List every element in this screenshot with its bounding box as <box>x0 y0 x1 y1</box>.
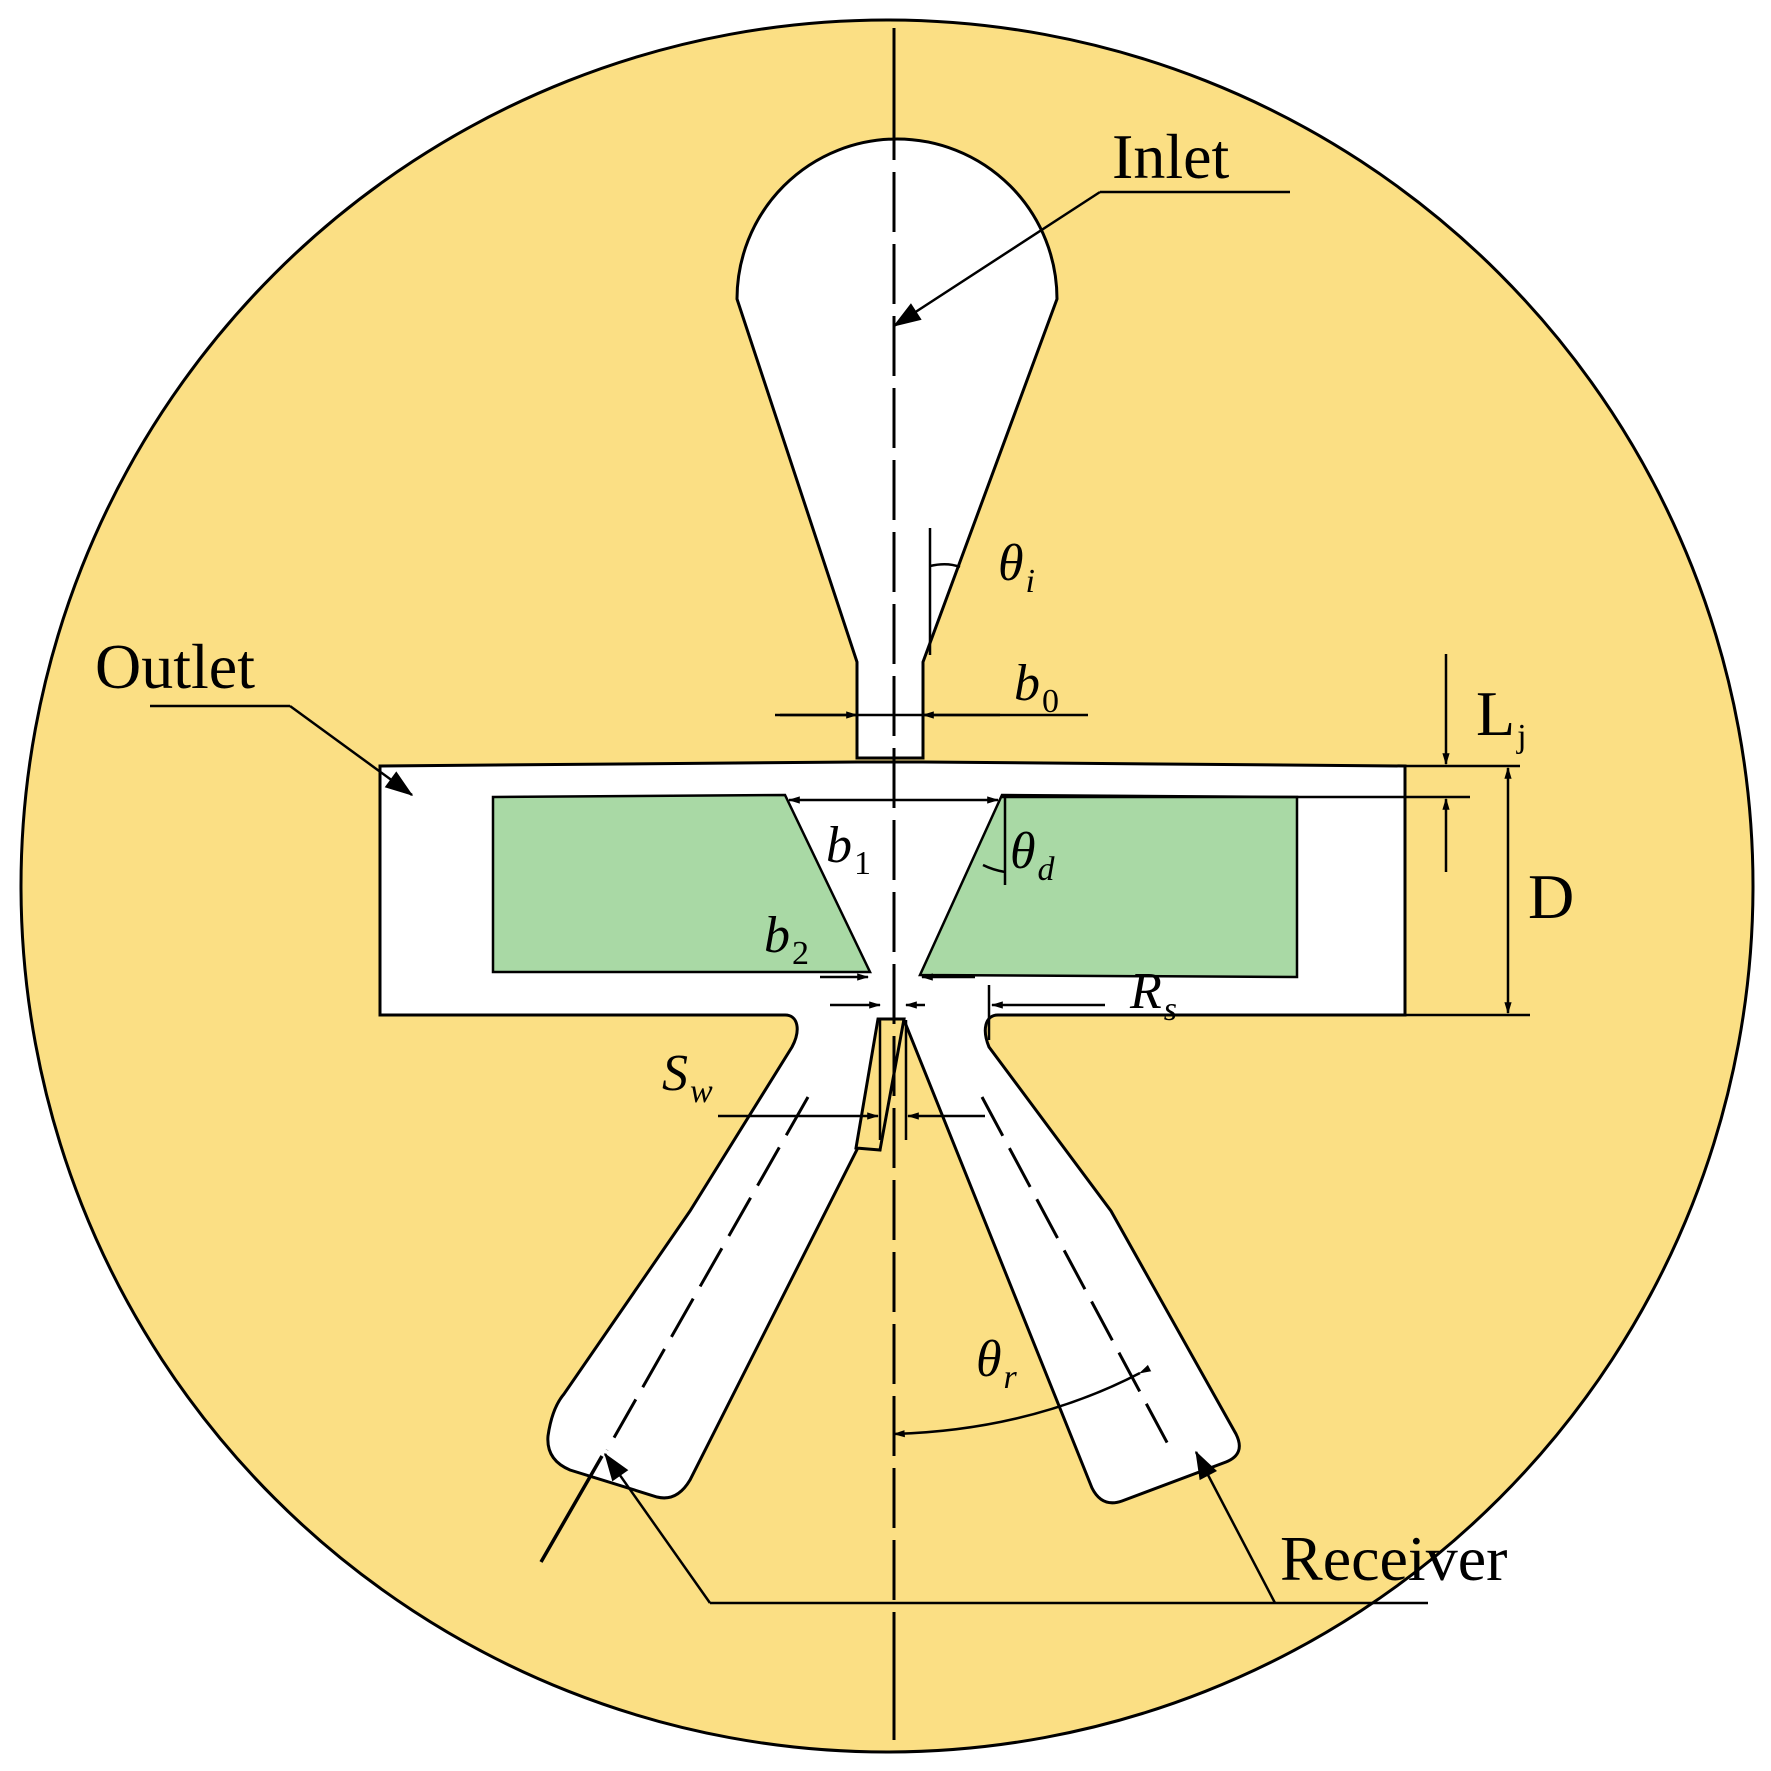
d-label: D <box>1528 861 1574 932</box>
lj-label: Lj <box>1476 678 1527 755</box>
receiver-leader-right <box>1194 1450 1277 1604</box>
receiver-left-extension <box>539 1455 604 1563</box>
inlet-label: Inlet <box>1112 121 1230 192</box>
theta-i-arc <box>929 563 961 569</box>
theta-d-label: θd <box>1010 823 1056 888</box>
theta-d-arc <box>982 863 1006 874</box>
b2-label: b2 <box>764 907 809 972</box>
deflector-left <box>491 793 872 974</box>
sw-label: Sw <box>662 1045 713 1110</box>
theta-i-label: θi <box>998 535 1035 600</box>
outlet-label: Outlet <box>95 631 255 702</box>
rs-label: Rs <box>1129 963 1177 1028</box>
outlet-leader-arrow <box>289 704 414 797</box>
inlet-channel <box>735 137 1059 760</box>
inlet-leader-arrow <box>892 190 1101 328</box>
receiver-label: Receiver <box>1280 1523 1507 1594</box>
b1-label: b1 <box>826 817 871 882</box>
receiver-leader-left <box>603 1452 712 1604</box>
b0-label: b0 <box>1014 655 1059 720</box>
theta-r-arc <box>892 1364 1152 1438</box>
theta-r-label: θr <box>976 1331 1018 1396</box>
receiver-left-axis <box>605 1096 810 1451</box>
